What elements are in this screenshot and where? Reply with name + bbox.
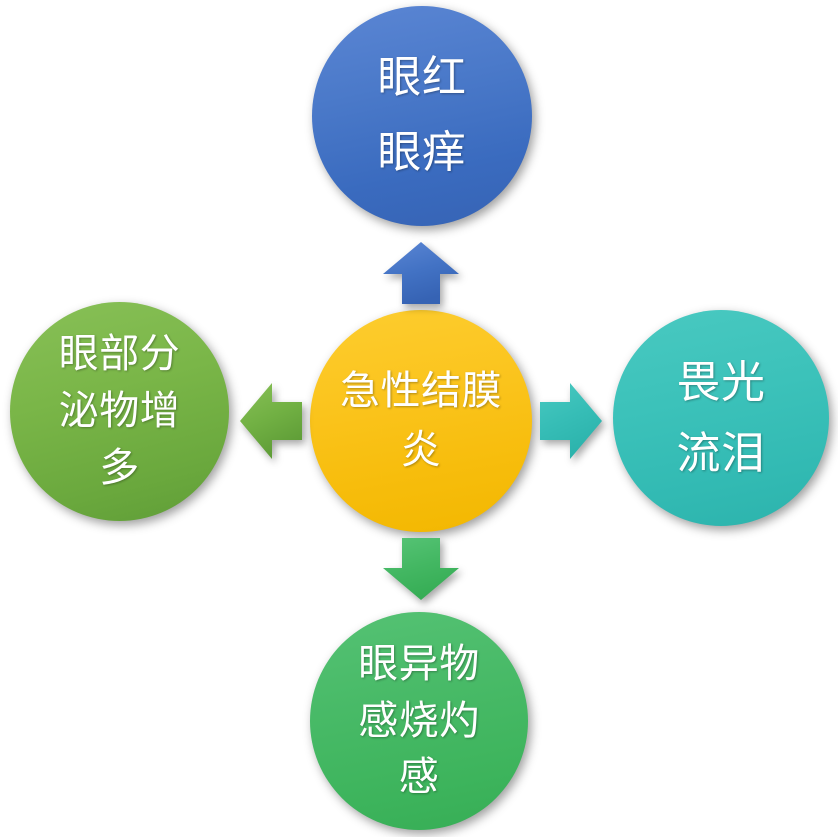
node-top-symptom[interactable]: 眼红 眼痒 bbox=[312, 6, 532, 226]
node-left-label: 眼部分 泌物增 多 bbox=[58, 331, 181, 491]
arrow-right-icon bbox=[540, 383, 602, 459]
node-center-condition[interactable]: 急性结膜炎 bbox=[310, 310, 532, 532]
node-right-symptom[interactable]: 畏光 流泪 bbox=[613, 310, 829, 526]
node-center-label: 急性结膜炎 bbox=[340, 367, 502, 473]
node-right-label: 畏光 流泪 bbox=[676, 356, 766, 479]
arrow-up-icon bbox=[383, 242, 459, 304]
node-left-symptom[interactable]: 眼部分 泌物增 多 bbox=[10, 302, 229, 521]
arrow-down-icon bbox=[383, 538, 459, 600]
node-bottom-label: 眼异物 感烧灼 感 bbox=[358, 640, 480, 801]
node-top-label: 眼红 眼痒 bbox=[377, 52, 467, 178]
arrow-left-icon bbox=[240, 383, 302, 459]
node-bottom-symptom[interactable]: 眼异物 感烧灼 感 bbox=[310, 612, 528, 830]
